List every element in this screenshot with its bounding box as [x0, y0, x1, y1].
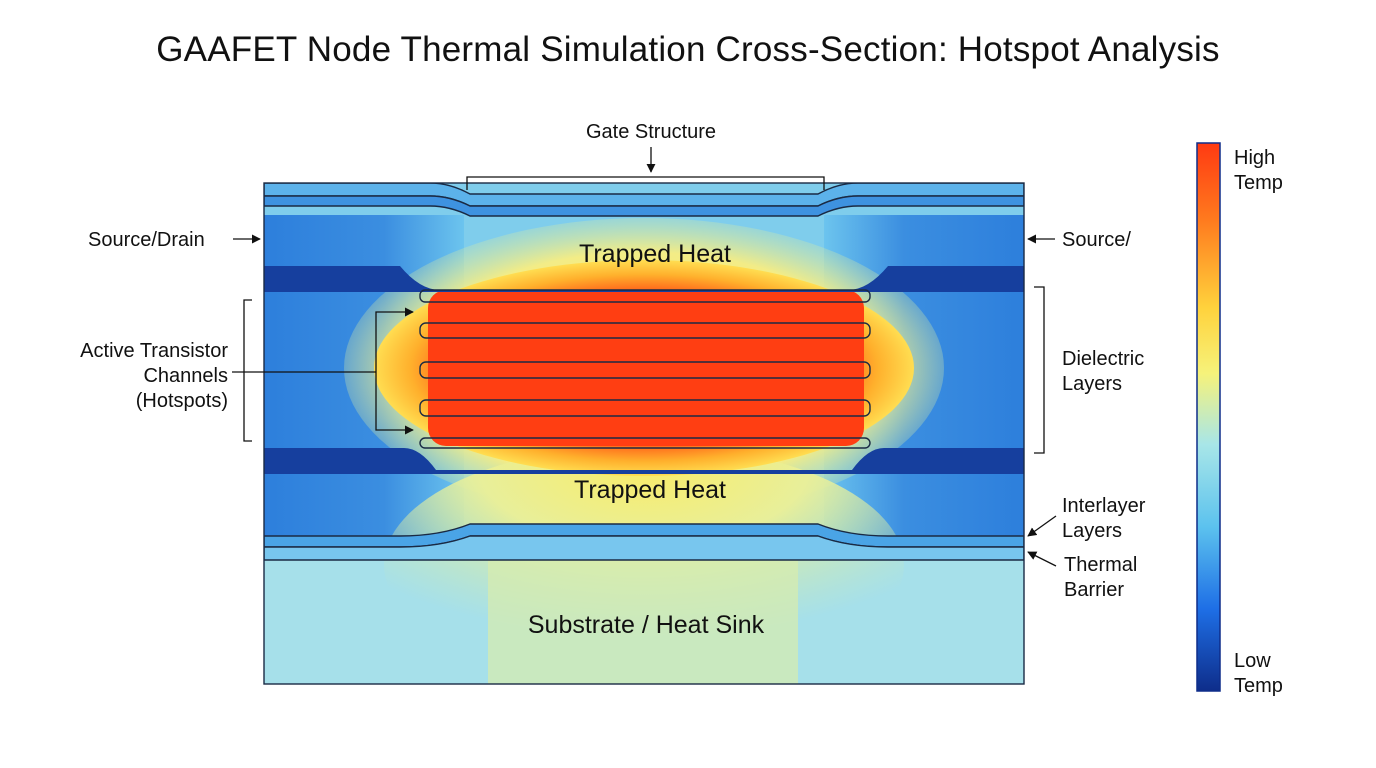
dielectric-label: Dielectric [1062, 348, 1144, 370]
substrate-label: Substrate / Heat Sink [528, 611, 765, 639]
channels-arrow-top [375, 307, 414, 372]
gate-structure-label: Gate Structure [586, 121, 716, 143]
interlayer-arrow [1027, 515, 1057, 537]
thermal-barrier-label: Thermal [1064, 554, 1137, 576]
channel-5 [419, 437, 871, 449]
channel-1 [419, 289, 871, 303]
channel-4 [419, 399, 871, 417]
legend-high-label: High [1234, 147, 1275, 169]
gate-bracket [466, 176, 825, 190]
legend-high-label-line2: Temp [1234, 172, 1283, 194]
dielectric-band-bottom [264, 448, 1024, 474]
thermal-barrier-label-line2: Barrier [1064, 579, 1124, 601]
interlayer-label-line2: Layers [1062, 520, 1122, 542]
simulation-panel [264, 183, 1024, 684]
active-channels-label: Active Transistor [80, 340, 228, 362]
channels-arrow-bottom [375, 372, 414, 435]
left-bracket [243, 299, 252, 442]
dielectric-band-top [264, 266, 1024, 292]
legend-low-label-line2: Temp [1234, 675, 1283, 697]
page-title: GAAFET Node Thermal Simulation Cross-Sec… [156, 30, 1220, 69]
active-channels-label-line2: Channels [143, 365, 228, 387]
channel-2 [419, 322, 871, 339]
active-channels-label-line3: (Hotspots) [136, 390, 228, 412]
source-drain-right-label: Source/ [1062, 229, 1131, 251]
temperature-legend-bar [1196, 142, 1221, 692]
source-drain-left-label: Source/Drain [88, 229, 205, 251]
legend-low-label: Low [1234, 650, 1271, 672]
panel-border [263, 182, 1025, 685]
trapped-heat-top-label: Trapped Heat [579, 240, 731, 268]
thermal-barrier-arrow [1027, 551, 1057, 567]
channel-3 [419, 361, 871, 379]
dielectric-bracket [1034, 286, 1045, 454]
transistor-channels [419, 289, 871, 449]
interlayer-label: Interlayer [1062, 495, 1146, 517]
trapped-heat-bottom-label: Trapped Heat [574, 476, 726, 504]
dielectric-label-line2: Layers [1062, 373, 1122, 395]
